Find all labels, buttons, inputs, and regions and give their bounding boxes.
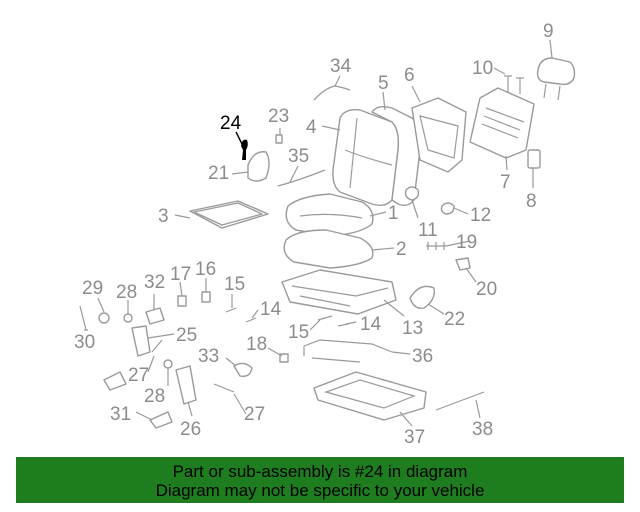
callout-24: 24 [220,113,242,134]
part-7-back-panel [469,87,535,159]
part-30-bolt [79,305,87,331]
banner-line-1: Part or sub-assembly is #24 in diagram [172,462,468,481]
callout-28b: 28 [144,386,165,407]
part-15-bolt-b [317,315,333,321]
callout-19: 19 [456,232,477,253]
seat-parts-diagram: 1 2 3 4 5 6 7 8 9 10 11 12 13 14 14 15 1… [74,21,576,448]
part-27-pin-a [151,339,163,353]
callout-27a: 27 [128,365,149,386]
part-18-clip [279,353,289,363]
part-8-latch [527,149,541,169]
part-20-bracket [455,257,471,271]
callout-29: 29 [82,278,103,299]
part-2-cushion-pad [283,229,374,269]
part-11-cover [404,186,420,201]
part-22-cover [409,285,435,309]
callout-4: 4 [306,117,317,138]
callout-17: 17 [170,264,191,285]
part-4-seatback [332,108,400,207]
part-16-clip [201,291,211,303]
callout-21: 21 [208,163,229,184]
part-1-seat-cushion [285,193,374,237]
callout-28a: 28 [116,282,137,303]
callout-16: 16 [195,259,216,280]
part-10-bolts [504,75,524,94]
part-9-headrest [536,57,576,101]
leader-lines [84,39,553,427]
part-35-wire [277,169,326,187]
part-33-cover [233,362,253,378]
part-28-clip-a [123,313,133,323]
part-15-bolt-a [225,307,237,313]
callout-31: 31 [110,404,131,425]
callout-10: 10 [472,58,493,79]
callout-33: 33 [198,346,219,367]
callout-30: 30 [74,332,95,353]
callout-3: 3 [158,206,169,227]
callout-12: 12 [470,205,491,226]
callout-5: 5 [378,73,389,94]
part-36-cable [303,339,393,363]
callout-18: 18 [246,334,267,355]
part-23-clip [275,134,283,144]
callout-32: 32 [144,272,165,293]
part-26-bracket [175,365,197,405]
callout-20: 20 [476,279,497,300]
part-31-cover-a [103,371,127,391]
callout-34: 34 [330,56,352,77]
part-25-bracket [131,325,151,357]
callout-14a: 14 [260,299,282,320]
callout-13: 13 [402,318,423,339]
info-banner: Part or sub-assembly is #24 in diagram D… [16,457,624,503]
callout-2: 2 [396,239,407,260]
part-12-cover [440,202,455,215]
part-38-rod [435,391,485,411]
callout-15b: 15 [288,322,309,343]
callout-35: 35 [288,146,309,167]
part-27-pin-b [213,383,235,393]
banner-line-2: Diagram may not be specific to your vehi… [155,481,485,500]
callout-6: 6 [404,65,415,86]
callout-37: 37 [404,427,425,448]
callout-22: 22 [444,309,465,330]
part-21-cover [247,151,270,182]
callout-8: 8 [526,191,537,212]
callout-26: 26 [180,419,201,440]
callout-15a: 15 [224,274,245,295]
part-13-seat-frame [281,269,397,315]
part-17-clip [177,295,187,307]
part-31-cover-b [149,411,173,429]
part-6-frame [411,97,467,173]
part-34-wire [313,85,351,101]
part-19-spring [426,242,446,250]
callout-1: 1 [388,203,399,224]
part-14-bolt-a [245,317,257,323]
callout-7: 7 [500,172,511,193]
callout-27b: 27 [244,404,265,425]
callout-23: 23 [268,106,289,127]
callout-36: 36 [412,346,433,367]
part-32-bracket [145,307,165,325]
callout-11: 11 [418,220,438,241]
part-29-clip [98,312,110,324]
callout-38: 38 [472,419,493,440]
callout-9: 9 [543,21,554,42]
part-37-tray [313,371,427,421]
part-3-pad [189,200,269,229]
part-28-clip-b [163,359,173,369]
callout-25: 25 [176,325,197,346]
callout-14b: 14 [360,314,382,335]
